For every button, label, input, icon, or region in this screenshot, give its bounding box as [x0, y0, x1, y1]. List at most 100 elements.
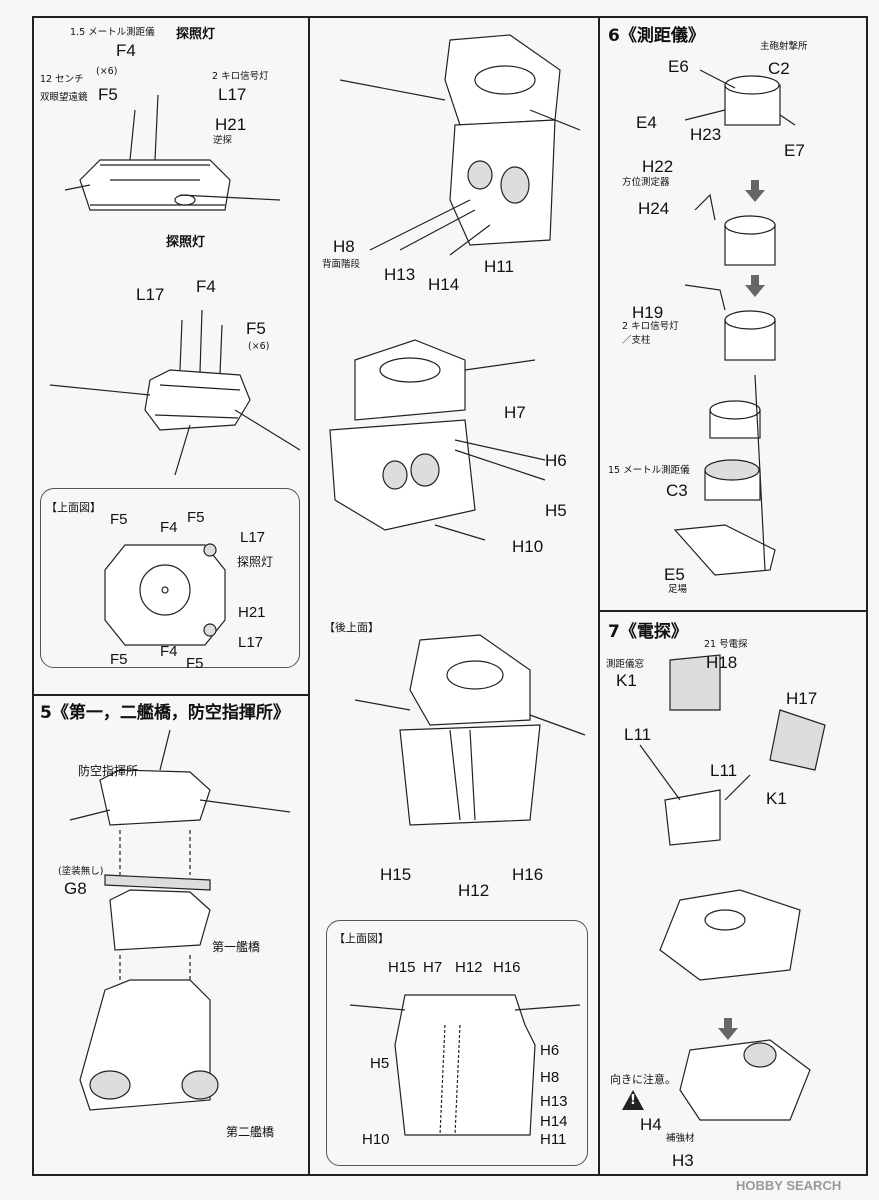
tv-center-h11: H11 — [540, 1131, 567, 1148]
label-searchlight-mid: 探照灯 — [166, 235, 206, 250]
panel-step7 — [598, 610, 868, 1176]
center-label-h13: H13 — [384, 265, 416, 284]
label-rangefinder-1-5m: 1.5 メートル測距儀 — [70, 27, 155, 38]
topview-left-h21: H21 — [238, 604, 266, 621]
label-12cm: 12 センチ — [40, 74, 84, 85]
center-label-h7: H7 — [504, 403, 526, 422]
tv-center-h8: H8 — [540, 1069, 560, 1086]
step5-label-bridge1: 第一艦橋 — [212, 940, 261, 954]
tv-center-h16: H16 — [493, 959, 521, 976]
step7-label-k1-a: K1 — [616, 671, 637, 690]
step5-label-bridge2: 第二艦橋 — [226, 1125, 275, 1139]
step7-label-h17: H17 — [786, 689, 818, 708]
topview-left-f4-1: F4 — [160, 519, 178, 536]
upper-platform-drawing — [64, 94, 281, 211]
label-searchlight-top: 探照灯 — [176, 27, 216, 42]
topview-left-f5-3: F5 — [110, 651, 128, 668]
topview-box-left — [40, 488, 300, 668]
step6-label-foot: 足場 — [668, 584, 688, 595]
label-x6-mid: (×6) — [248, 341, 270, 352]
step6-label-c3: C3 — [666, 481, 688, 500]
tv-center-h5: H5 — [370, 1055, 390, 1072]
label-binoculars: 双眼望遠鏡 — [40, 92, 88, 103]
label-f4-mid: F4 — [196, 277, 216, 296]
watermark: HOBBY SEARCH — [736, 1178, 842, 1193]
label-signal-lamp-top: 2 キロ信号灯 — [212, 71, 269, 82]
topview-center-drawing — [349, 994, 581, 1136]
step7-arrow — [718, 1018, 738, 1040]
step6-label-h22: H22 — [642, 157, 674, 176]
center-label-h5: H5 — [545, 501, 567, 520]
topview-box-center — [326, 920, 588, 1166]
step6-label-pillar: ／支柱 — [622, 335, 651, 346]
center-label-h12: H12 — [458, 881, 490, 900]
step5-label-aa-command: 防空指揮所 — [78, 764, 139, 778]
topview-left-f5-2: F5 — [187, 509, 205, 526]
label-l17-top: L17 — [218, 85, 247, 104]
topview-left-l17-2: L17 — [238, 634, 264, 651]
step7-label-k1-b: K1 — [766, 789, 787, 808]
topview-left-f5-1: F5 — [110, 511, 128, 528]
step6-arrow-2 — [745, 275, 765, 297]
step7-label-radar21: 21 号電探 — [704, 639, 748, 650]
tower-mid-drawing — [329, 339, 546, 541]
topview-left-l17-1: L17 — [240, 529, 266, 546]
step5-drawing — [69, 729, 291, 1111]
step7-header: 7《電探》 — [608, 622, 688, 642]
tv-center-h13: H13 — [540, 1093, 568, 1110]
step7-label-l11-b: L11 — [710, 761, 738, 780]
topview-center-title: 【上面図】 — [334, 932, 389, 945]
label-reverse-detector: 逆探 — [213, 135, 233, 146]
step6-label-h23: H23 — [690, 125, 722, 144]
topview-left-f5-4: F5 — [186, 655, 204, 672]
tv-center-h15: H15 — [388, 959, 416, 976]
tower-rear-drawing — [354, 634, 586, 826]
tv-center-h14: H14 — [540, 1113, 568, 1130]
step7-label-l11-a: L11 — [624, 725, 652, 744]
step5-label-nopaint: (塗装無し) — [58, 866, 104, 877]
step6-label-rangefinder-15m: 15 メートル測距儀 — [608, 465, 690, 476]
step6-label-h19: H19 — [632, 303, 664, 322]
step7-label-caution: 向きに注意。 — [610, 1073, 676, 1086]
step6-label-bearing: 方位測定器 — [622, 177, 670, 188]
label-f4-top: F4 — [116, 41, 136, 60]
label-f5-mid: F5 — [246, 319, 266, 338]
step6-label-e5: E5 — [664, 565, 685, 584]
label-x6-top: (×6) — [96, 66, 118, 77]
step6-header: 6《測距儀》 — [608, 26, 705, 46]
step6-label-e7: E7 — [784, 141, 805, 160]
searchlight-platform-drawing — [49, 309, 301, 476]
topview-left-drawing — [104, 543, 226, 646]
step6-label-e6: E6 — [668, 57, 689, 76]
step7-label-h3: H3 — [672, 1151, 694, 1170]
center-label-back-ladder: 背面階段 — [322, 259, 361, 270]
step7-label-h4: H4 — [640, 1115, 662, 1134]
topview-left-f4-2: F4 — [160, 643, 178, 660]
step5-label-g8: G8 — [64, 879, 87, 898]
tv-center-h10: H10 — [362, 1131, 390, 1148]
tv-center-h7: H7 — [423, 959, 443, 976]
warning-icon: ! — [622, 1090, 644, 1110]
topview-left-title: 【上面図】 — [46, 501, 101, 514]
step6-label-c2: C2 — [768, 59, 790, 78]
topview-left-searchlight: 探照灯 — [237, 555, 274, 569]
center-label-h10: H10 — [512, 537, 544, 556]
step7-label-h18: H18 — [706, 653, 738, 672]
center-label-h15: H15 — [380, 865, 412, 884]
label-l17-mid: L17 — [136, 285, 165, 304]
tower-upper-drawing — [339, 34, 581, 256]
center-label-h11: H11 — [484, 257, 514, 276]
step5-header: 5《第一，二艦橋，防空指揮所》 — [40, 703, 290, 723]
center-label-h8: H8 — [333, 237, 355, 256]
rear-view-title: 【後上面】 — [324, 621, 379, 634]
step6-label-e4: E4 — [636, 113, 657, 132]
label-f5-top: F5 — [98, 85, 118, 104]
center-label-h14: H14 — [428, 275, 460, 294]
step6-label-main-gun: 主砲射撃所 — [760, 41, 808, 52]
step6-label-h24: H24 — [638, 199, 670, 218]
center-label-h16: H16 — [512, 865, 544, 884]
tv-center-h6: H6 — [540, 1042, 560, 1059]
step7-drawing — [639, 654, 826, 1121]
tv-center-h12: H12 — [455, 959, 483, 976]
step7-label-reinforce: 補強材 — [666, 1133, 695, 1144]
